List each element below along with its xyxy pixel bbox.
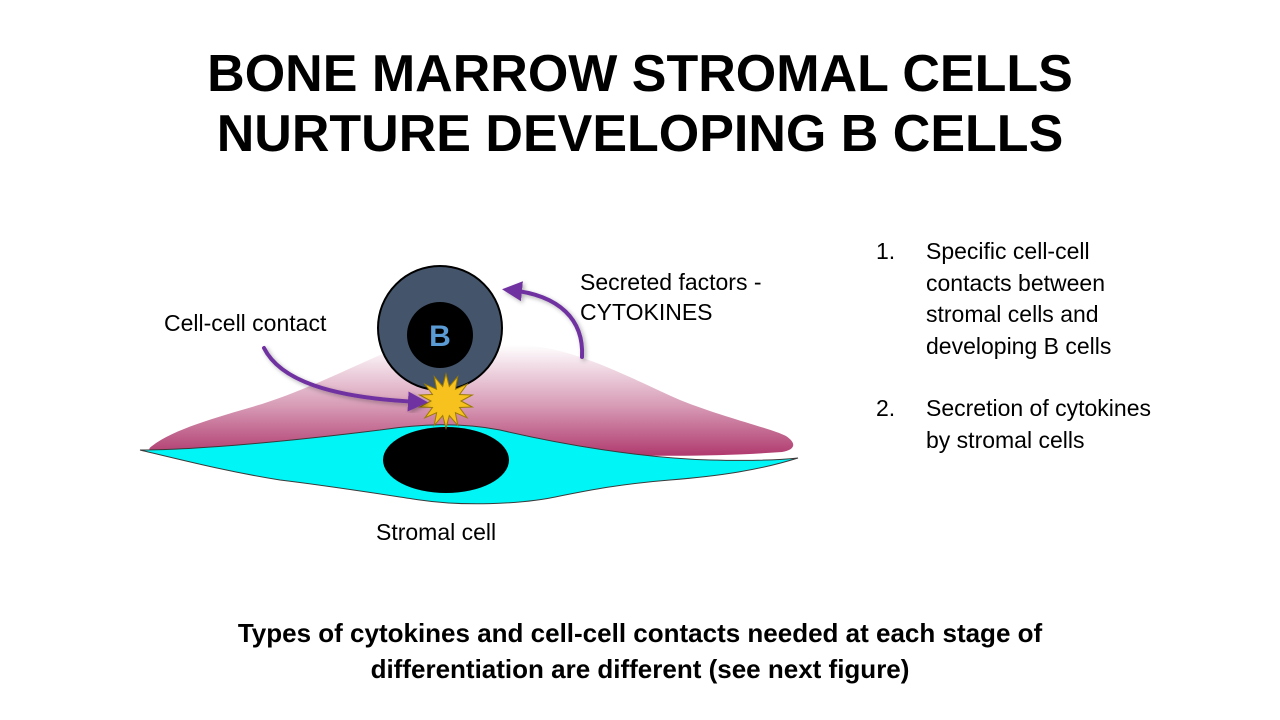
contact-starburst-icon [417,372,475,430]
point-line: developing B cells [926,332,1112,359]
footer-line-1: Types of cytokines and cell-cell contact… [237,618,1043,648]
point-item: 2. Secretion of cytokines by stromal cel… [876,393,1256,456]
point-line: Specific cell-cell [926,238,1090,264]
secreted-factors-label: Secreted factors - CYTOKINES [580,267,762,327]
secreted-factors-line-1: Secreted factors - [580,269,762,295]
b-cell-nucleus [407,302,473,368]
stromal-nucleus [383,427,509,493]
title-line-1: BONE MARROW STROMAL CELLS [207,45,1073,103]
point-line: stromal cells and [926,301,1099,327]
numbered-points: 1. Specific cell-cell contacts between s… [876,236,1256,487]
point-text: Specific cell-cell contacts between stro… [926,236,1256,362]
stromal-cell-label: Stromal cell [376,519,497,545]
point-line: by stromal cells [926,426,1085,453]
point-text: Secretion of cytokines by stromal cells [926,393,1256,456]
slide-title: BONE MARROW STROMAL CELLS NURTURE DEVELO… [0,44,1280,164]
footer-line-2: differentiation are different (see next … [370,654,910,684]
secreted-factors-line-2: CYTOKINES [580,299,713,325]
stromal-cell-upper [149,344,794,456]
contact-curved-arrow-icon [262,346,428,412]
cell-contact-label: Cell-cell contact [164,310,327,336]
point-item: 1. Specific cell-cell contacts between s… [876,236,1256,362]
title-line-2: NURTURE DEVELOPING B CELLS [216,105,1064,163]
point-number: 1. [876,238,896,264]
point-line: Secretion of cytokines [926,395,1152,421]
point-line: contacts between [926,269,1106,296]
footer-note: Types of cytokines and cell-cell contact… [0,615,1280,687]
point-number: 2. [876,395,896,421]
cytokine-curved-arrow-icon [502,281,585,359]
b-cell-letter: B [429,320,451,353]
